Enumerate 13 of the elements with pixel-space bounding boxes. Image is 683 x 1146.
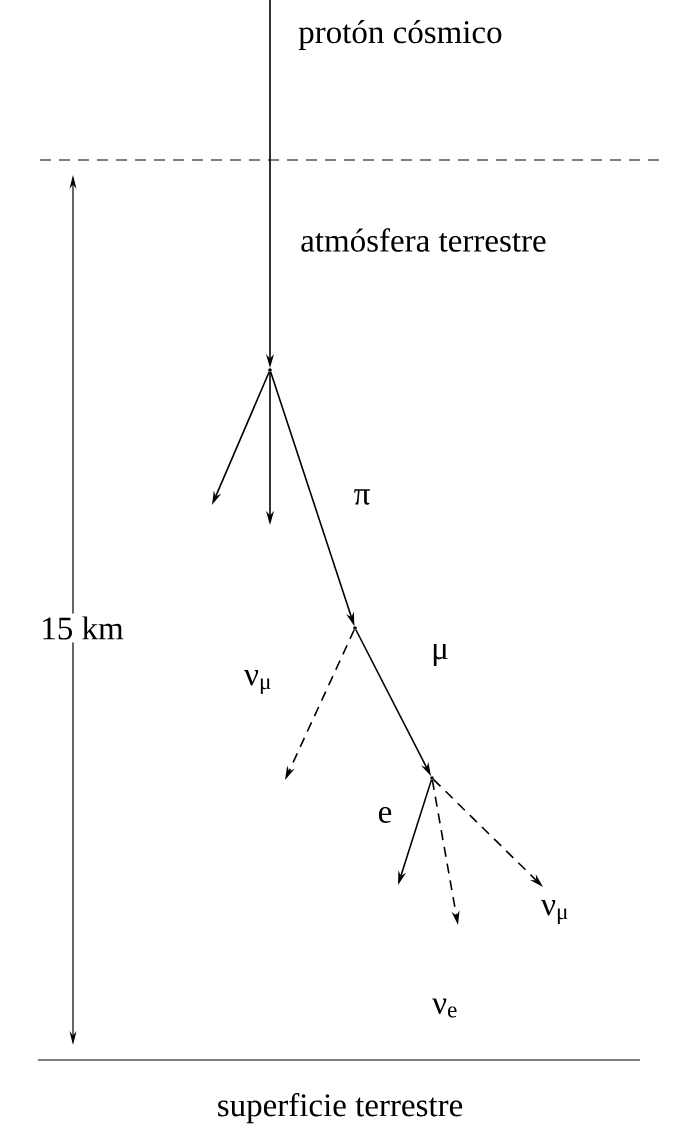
- particle-label: ν$_{μ}$: [244, 670, 271, 694]
- surface-label: superficie terrestre: [213, 1089, 467, 1127]
- particle-label: π: [354, 489, 370, 505]
- vertex-point: [353, 626, 357, 630]
- vertex-point: [268, 368, 272, 372]
- dimension-label: 15 km: [37, 613, 127, 643]
- particle-label: protón cósmico: [298, 20, 502, 50]
- particle-label: ν$_{e}$: [432, 998, 457, 1018]
- particle-label: e: [378, 807, 392, 823]
- particle-label: μ: [433, 643, 448, 667]
- particle-label: ν$_{μ}$: [541, 900, 568, 924]
- vertex-point: [430, 776, 434, 780]
- layer-label: atmósfera terrestre: [297, 225, 550, 255]
